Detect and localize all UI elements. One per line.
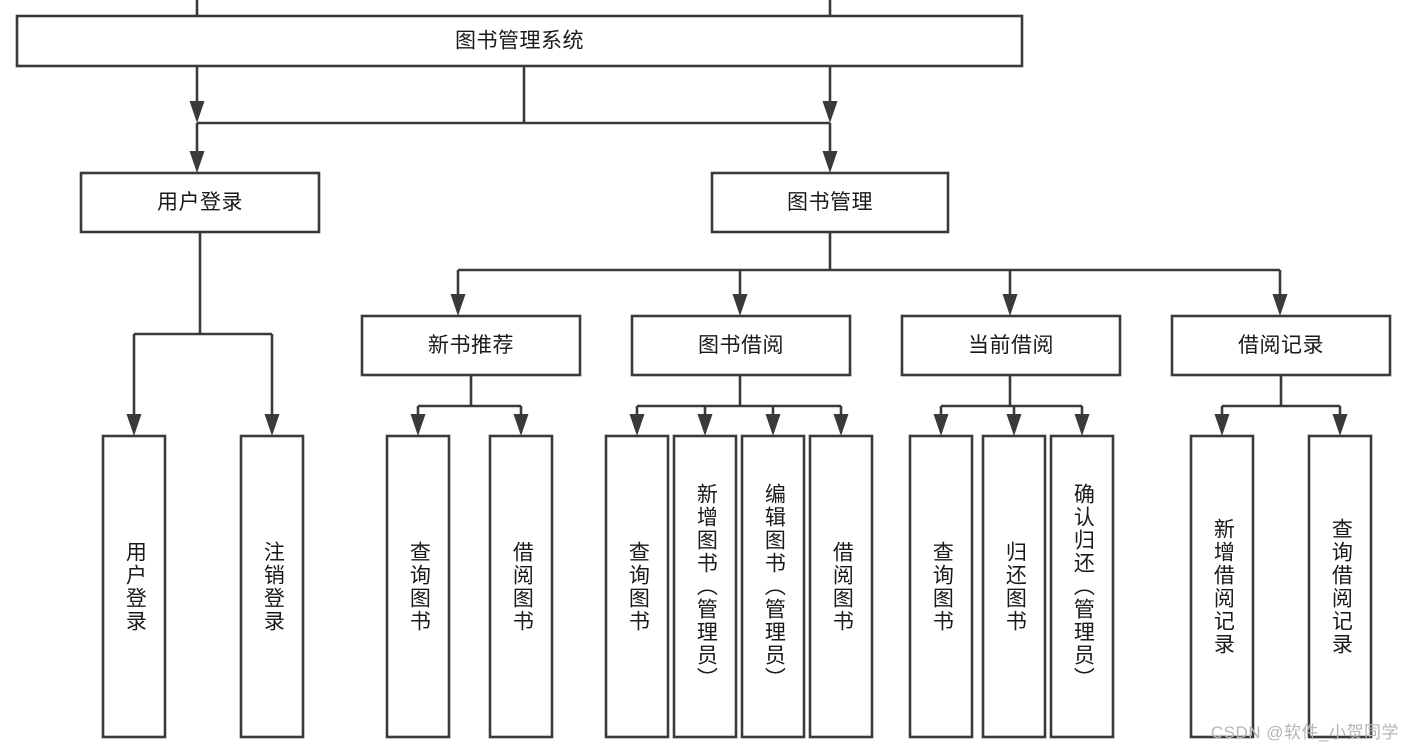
node-leaf-query-book-3-rect[interactable] [908,434,974,739]
node-borrow-record-label: 借阅记录 [1238,334,1324,357]
node-leaf-confirm-return-label: 确认归还（管理员） [1071,483,1095,690]
node-current-borrow[interactable]: 当前借阅 [900,314,1122,377]
node-leaf-return-book-label: 归还图书 [1003,540,1027,633]
node-leaf-query-book-2-label-holder: 查询图书 [606,436,668,737]
node-root-rect[interactable] [15,14,1024,68]
node-leaf-return-book-label-holder: 归还图书 [983,436,1045,737]
node-leaf-logout-login-label-holder: 注销登录 [241,436,303,737]
node-leaf-user-login-label-holder: 用户登录 [103,436,165,737]
node-leaf-logout-login[interactable] [239,434,305,739]
node-leaf-add-book[interactable] [672,434,738,739]
node-leaf-borrow-book-1-label-holder: 借阅图书 [490,436,552,737]
node-leaf-query-book-2-rect[interactable] [604,434,670,739]
node-leaf-logout-login-rect[interactable] [239,434,305,739]
current-borrow-branch-2-arrowhead [1074,414,1090,436]
book-manage-branch-2-arrowhead [1002,294,1018,316]
book-borrow-branch-3-arrowhead [833,414,849,436]
book-borrow-branch-2-arrowhead [765,414,781,436]
node-leaf-add-record-label-holder: 新增借阅记录 [1191,436,1253,737]
node-leaf-edit-book-label: 编辑图书（管理员） [762,483,786,690]
current-borrow-branch-0-arrowhead [933,414,949,436]
node-leaf-return-book[interactable] [981,434,1047,739]
node-leaf-query-book-2-label: 查询图书 [626,540,650,633]
node-leaf-query-record[interactable] [1307,434,1373,739]
node-leaf-query-record-label: 查询借阅记录 [1329,517,1353,656]
root-branch-0-arrowhead [189,151,205,173]
node-leaf-query-book-1[interactable] [385,434,451,739]
node-leaf-user-login[interactable] [101,434,167,739]
node-leaf-confirm-return-label-holder: 确认归还（管理员） [1051,436,1113,737]
node-leaf-query-record-label-holder: 查询借阅记录 [1309,436,1371,737]
node-user-login[interactable]: 用户登录 [79,171,321,234]
node-leaf-query-book-2[interactable] [604,434,670,739]
node-leaf-query-book-3-label: 查询图书 [930,540,954,633]
node-leaf-confirm-return[interactable] [1049,434,1115,739]
user-login-branch-0-arrowhead [126,414,142,436]
book-manage-branch-1-arrowhead [732,294,748,316]
node-new-book-rec-label: 新书推荐 [428,334,514,357]
node-leaf-borrow-book-2[interactable] [808,434,874,739]
node-user-login-label: 用户登录 [157,191,243,214]
node-leaf-borrow-book-2-label-holder: 借阅图书 [810,436,872,737]
node-book-manage-label: 图书管理 [787,191,873,214]
node-leaf-query-book-3-label-holder: 查询图书 [910,436,972,737]
node-current-borrow-rect[interactable] [900,314,1122,377]
node-leaf-logout-login-label: 注销登录 [261,540,285,633]
node-leaf-query-record-rect[interactable] [1307,434,1373,739]
node-leaf-add-book-label: 新增图书（管理员） [694,483,718,690]
new-book-rec-branch-1-arrowhead [513,414,529,436]
node-leaf-query-book-1-label-holder: 查询图书 [387,436,449,737]
node-leaf-add-book-rect[interactable] [672,434,738,739]
root-branch-0-arrowhead [189,101,205,123]
node-leaf-edit-book[interactable] [740,434,806,739]
node-book-borrow-label: 图书借阅 [698,334,784,357]
node-leaf-add-record-label: 新增借阅记录 [1211,517,1235,656]
connectors-layer [126,0,1348,436]
node-leaf-borrow-book-1-label: 借阅图书 [510,540,534,633]
book-manage-branch-0-arrowhead [450,294,466,316]
node-leaf-user-login-rect[interactable] [101,434,167,739]
new-book-rec-branch-0-arrowhead [410,414,426,436]
node-leaf-add-record-rect[interactable] [1189,434,1255,739]
node-user-login-rect[interactable] [79,171,321,234]
node-leaf-user-login-label: 用户登录 [123,540,147,633]
node-leaf-edit-book-label-holder: 编辑图书（管理员） [742,436,804,737]
node-book-manage-rect[interactable] [710,171,950,234]
node-leaf-query-book-3[interactable] [908,434,974,739]
node-root-label: 图书管理系统 [455,30,584,53]
node-leaf-return-book-rect[interactable] [981,434,1047,739]
book-borrow-branch-1-arrowhead [697,414,713,436]
node-current-borrow-label: 当前借阅 [968,334,1054,357]
node-borrow-record[interactable]: 借阅记录 [1170,314,1392,377]
node-book-manage[interactable]: 图书管理 [710,171,950,234]
borrow-record-branch-0-arrowhead [1214,414,1230,436]
node-new-book-rec[interactable]: 新书推荐 [360,314,582,377]
root-branch-1-arrowhead [822,151,838,173]
node-leaf-borrow-book-2-rect[interactable] [808,434,874,739]
node-leaf-borrow-book-1-rect[interactable] [488,434,554,739]
book-borrow-branch-0-arrowhead [629,414,645,436]
node-leaf-confirm-return-rect[interactable] [1049,434,1115,739]
borrow-record-branch-1-arrowhead [1332,414,1348,436]
node-leaf-borrow-book-2-label: 借阅图书 [830,540,854,633]
node-leaf-edit-book-rect[interactable] [740,434,806,739]
node-leaf-borrow-book-1[interactable] [488,434,554,739]
node-leaf-query-book-1-label: 查询图书 [407,540,431,633]
node-leaf-add-book-label-holder: 新增图书（管理员） [674,436,736,737]
node-borrow-record-rect[interactable] [1170,314,1392,377]
node-leaf-query-book-1-rect[interactable] [385,434,451,739]
node-leaf-add-record[interactable] [1189,434,1255,739]
node-book-borrow[interactable]: 图书借阅 [630,314,852,377]
root-branch-1-arrowhead [822,101,838,123]
current-borrow-branch-1-arrowhead [1006,414,1022,436]
node-book-borrow-rect[interactable] [630,314,852,377]
node-new-book-rec-rect[interactable] [360,314,582,377]
user-login-branch-1-arrowhead [264,414,280,436]
book-manage-branch-3-arrowhead [1272,294,1288,316]
node-root[interactable]: 图书管理系统 [15,14,1024,68]
